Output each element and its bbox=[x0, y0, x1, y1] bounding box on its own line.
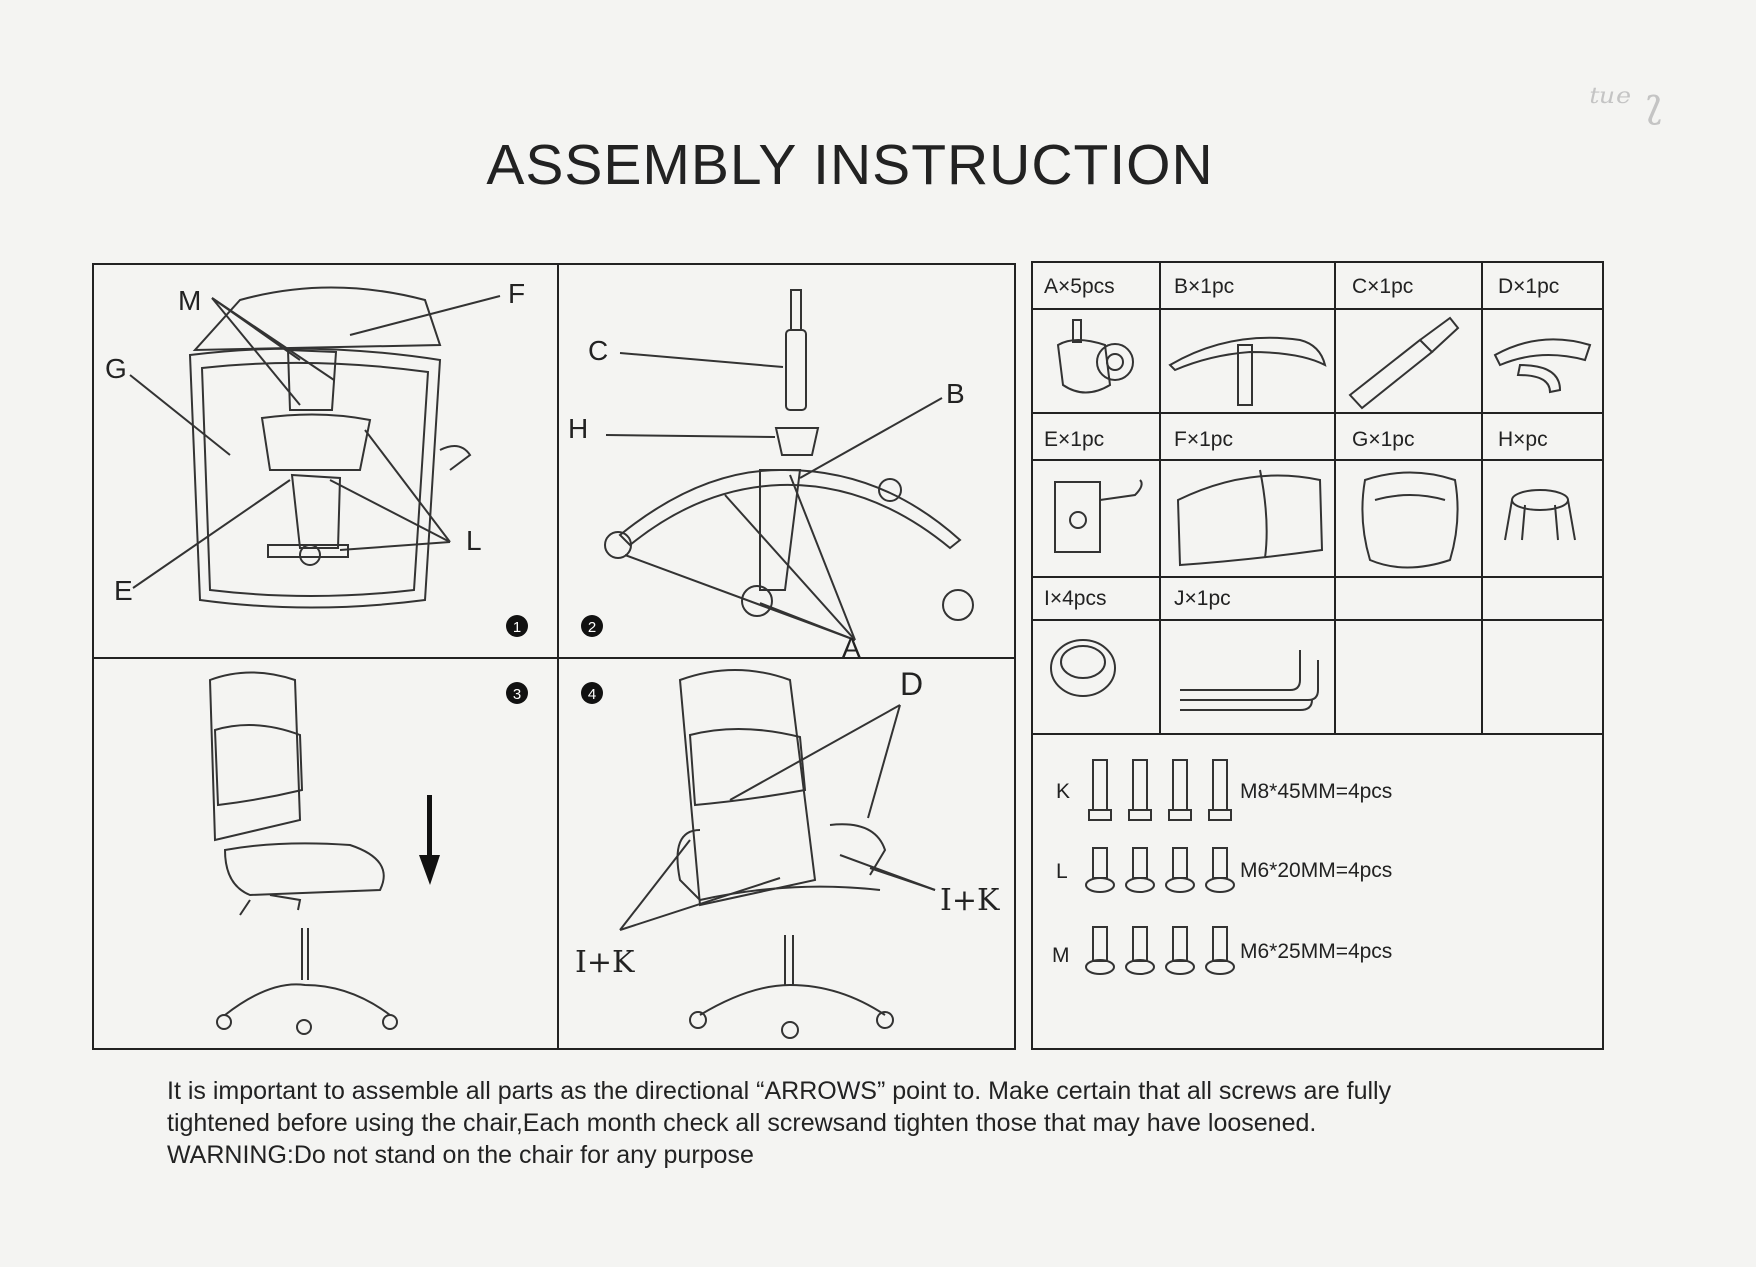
note-line-1: It is important to assemble all parts as… bbox=[167, 1077, 1392, 1105]
seat-cushion-icon bbox=[1361, 471, 1459, 569]
step1-label-e: E bbox=[114, 575, 133, 606]
armrest-cap-icon bbox=[1050, 639, 1116, 697]
step1-label-l: L bbox=[466, 525, 482, 556]
star-base-icon bbox=[1168, 336, 1327, 406]
step4-number: 4 bbox=[588, 686, 596, 703]
step4-label-ik-right: I+K bbox=[940, 883, 1000, 918]
step1-label-m: M bbox=[178, 285, 201, 316]
step4-label-ik-left: I+K bbox=[575, 945, 635, 980]
part-label-i: I×4pcs bbox=[1044, 587, 1106, 610]
part-label-j: J×1pc bbox=[1174, 587, 1231, 610]
screw-spec-k: M8*45MM=4pcs bbox=[1240, 780, 1392, 803]
screw-letter-m: M bbox=[1052, 944, 1070, 967]
step2-label-h: H bbox=[568, 413, 588, 444]
steps-frame bbox=[92, 263, 1016, 1050]
screw-letter-k: K bbox=[1056, 780, 1070, 803]
step4-label-d: D bbox=[900, 666, 923, 702]
note-line-2: tightened before using the chair,Each mo… bbox=[167, 1109, 1317, 1137]
step1-drawing bbox=[129, 286, 501, 609]
step3-badge bbox=[506, 682, 528, 704]
part-label-f: F×1pc bbox=[1174, 428, 1233, 451]
screw-spec-m: M6*25MM=4pcs bbox=[1240, 940, 1392, 963]
handwritten-mark: ᵗᵘᵉ ʅ bbox=[1590, 80, 1664, 126]
down-arrow-icon bbox=[419, 795, 440, 885]
note-line-3: WARNING:Do not stand on the chair for an… bbox=[167, 1141, 754, 1169]
part-label-d: D×1pc bbox=[1498, 275, 1559, 298]
step2-number: 2 bbox=[588, 619, 596, 636]
step2-badge bbox=[581, 615, 603, 637]
part-label-a: A×5pcs bbox=[1044, 275, 1115, 298]
step3-number: 3 bbox=[513, 686, 521, 703]
step4-drawing bbox=[619, 669, 936, 1039]
step1-number: 1 bbox=[513, 619, 521, 636]
screw-row-l bbox=[1085, 847, 1235, 893]
screw-row-k bbox=[1088, 759, 1232, 821]
page-title: ASSEMBLY INSTRUCTION bbox=[486, 133, 1214, 197]
backrest-icon bbox=[1176, 469, 1324, 567]
part-label-c: C×1pc bbox=[1352, 275, 1413, 298]
step2-label-b: B bbox=[946, 378, 965, 409]
step1-label-g: G bbox=[105, 353, 127, 384]
assembly-notes: It is important to assemble all parts as… bbox=[167, 1075, 1647, 1171]
part-label-g: G×1pc bbox=[1352, 428, 1414, 451]
allen-key-icon bbox=[1180, 650, 1319, 711]
step2-label-c: C bbox=[588, 335, 608, 366]
gas-lift-icon bbox=[1348, 316, 1460, 410]
part-label-h: H×pc bbox=[1498, 428, 1548, 451]
screw-spec-l: M6*20MM=4pcs bbox=[1240, 859, 1392, 882]
cylinder-cover-icon bbox=[1504, 489, 1576, 541]
mechanism-plate-icon bbox=[1054, 479, 1143, 553]
step2-label-a: A bbox=[842, 632, 861, 663]
part-label-b: B×1pc bbox=[1174, 275, 1234, 298]
screw-row-m bbox=[1085, 926, 1235, 975]
parts-frame bbox=[1031, 261, 1604, 1050]
armrest-icon bbox=[1493, 338, 1592, 394]
screw-letter-l: L bbox=[1056, 860, 1068, 883]
part-label-e: E×1pc bbox=[1044, 428, 1104, 451]
step4-badge bbox=[581, 682, 603, 704]
caster-wheel-icon bbox=[1056, 319, 1134, 394]
step2-drawing bbox=[604, 289, 974, 641]
step1-label-f: F bbox=[508, 278, 525, 309]
step1-badge bbox=[506, 615, 528, 637]
step3-drawing bbox=[208, 671, 398, 1035]
